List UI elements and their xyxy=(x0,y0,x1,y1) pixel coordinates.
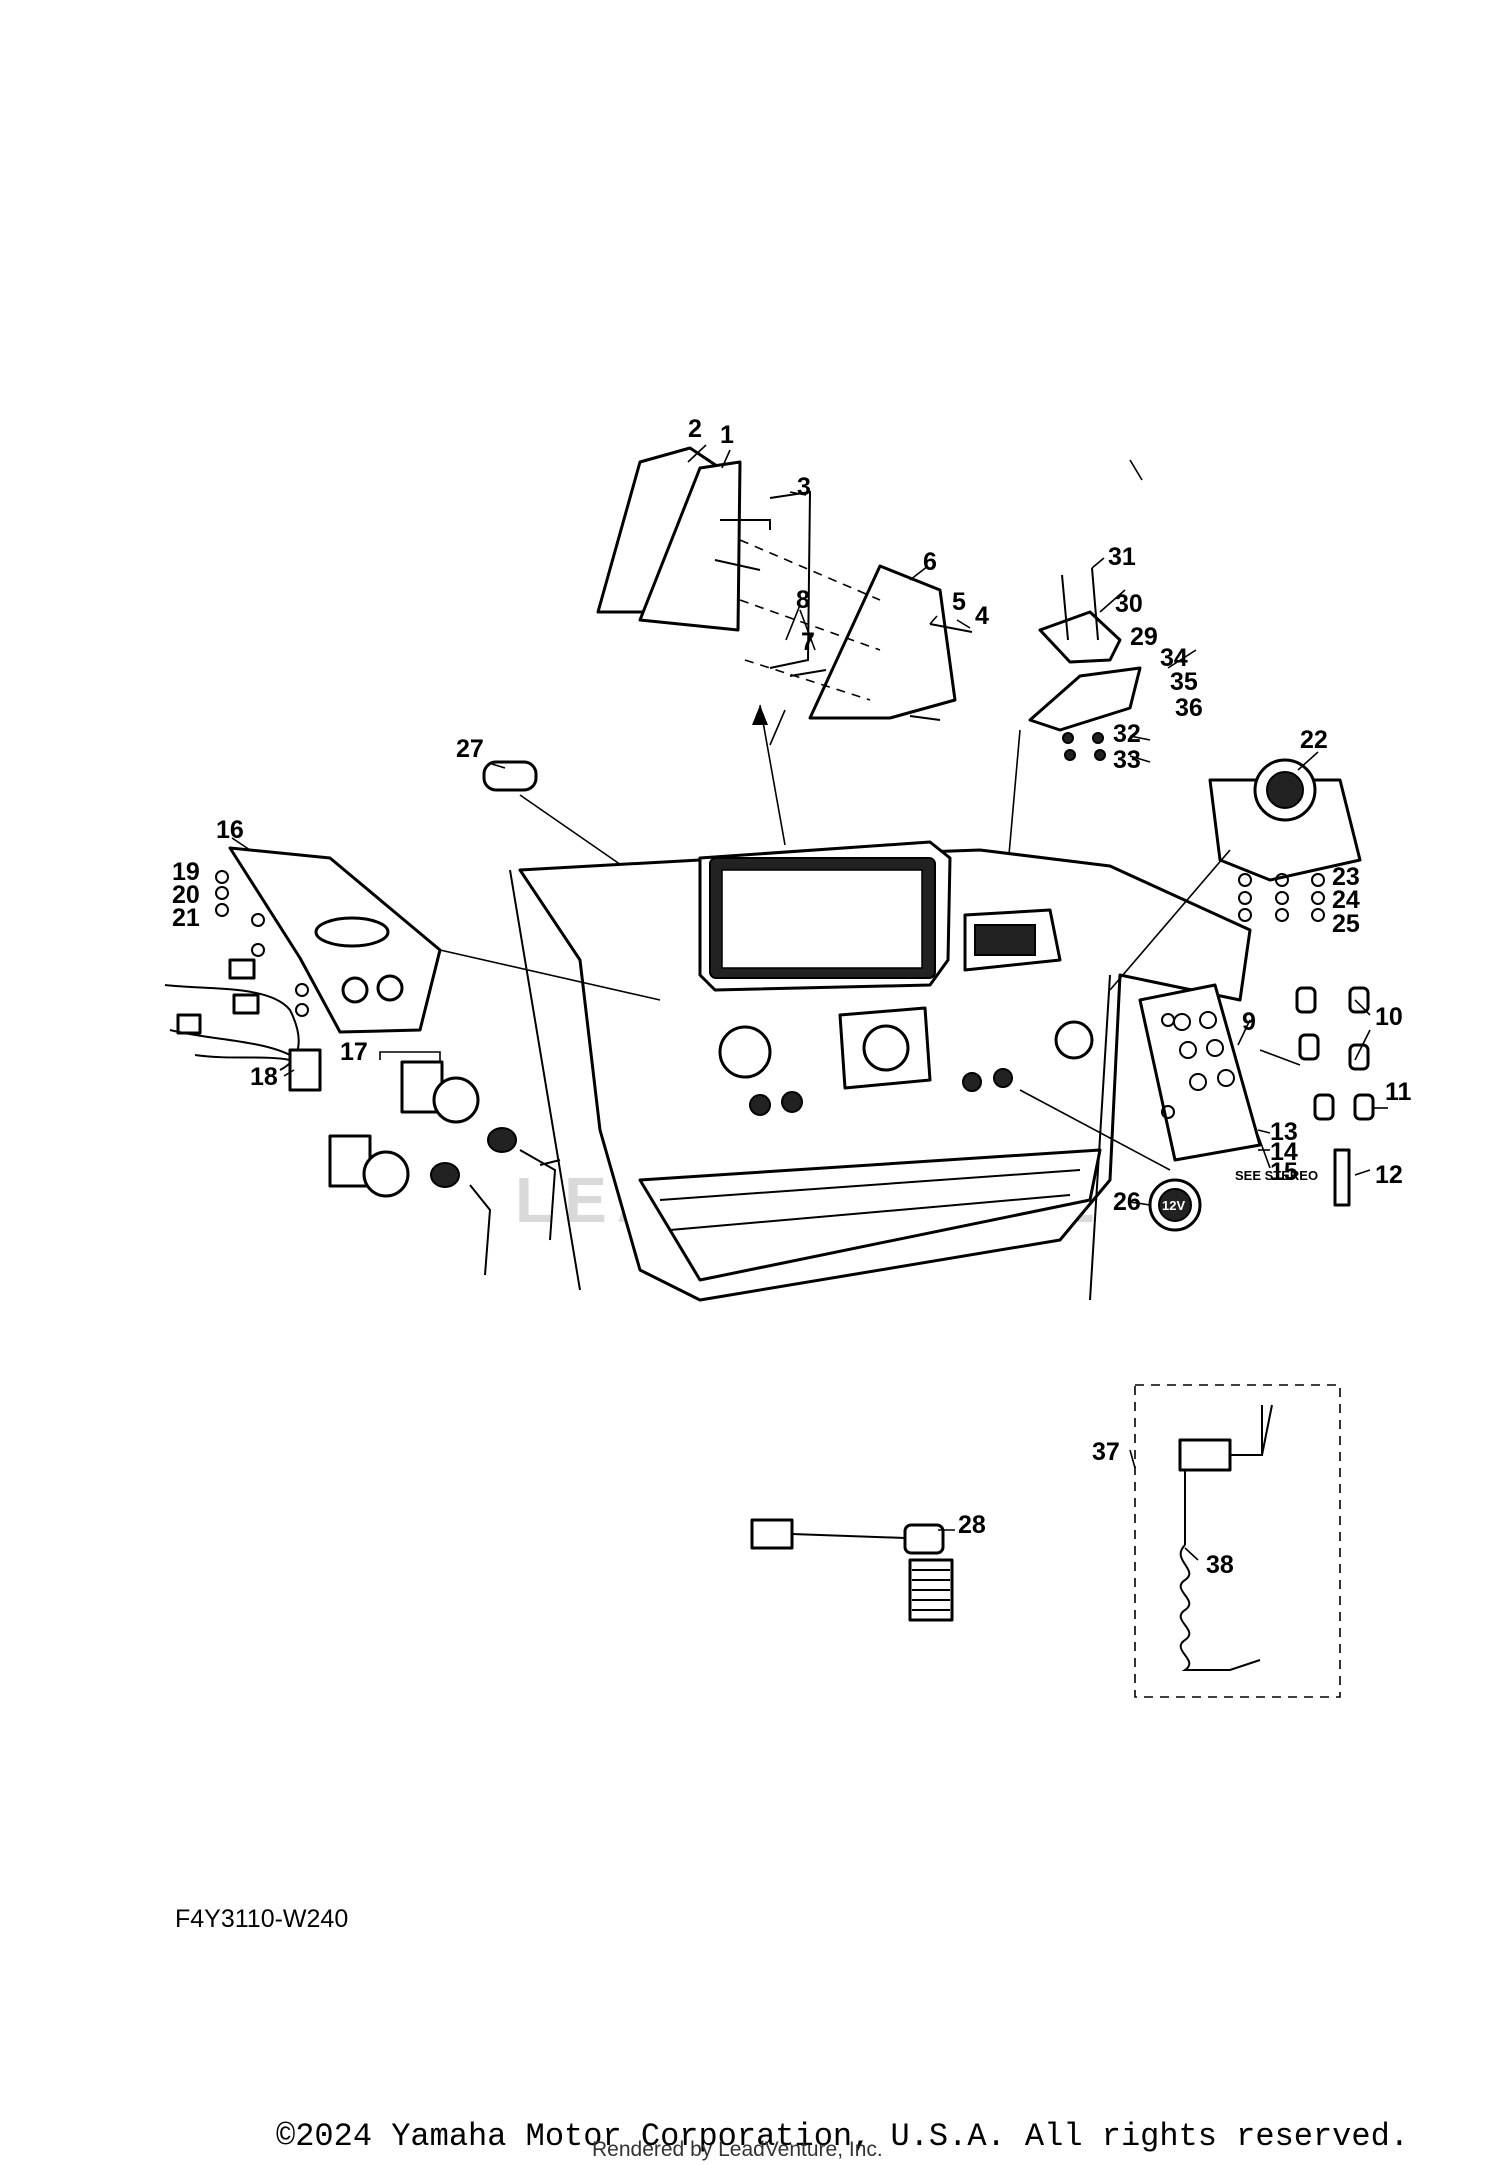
callout-35: 35 xyxy=(1170,668,1198,696)
callout-19: 19 xyxy=(172,858,200,886)
callout-25: 25 xyxy=(1332,910,1360,938)
small-switch xyxy=(482,760,651,886)
control-knob xyxy=(1109,758,1362,991)
fuse-12 xyxy=(1333,1148,1351,1207)
display-housing xyxy=(808,564,957,720)
callout-18: 18 xyxy=(250,1063,278,1091)
keys xyxy=(469,1149,561,1276)
connector-a xyxy=(228,958,256,980)
callout-30: 30 xyxy=(1115,590,1143,618)
callout-37: 37 xyxy=(1092,1438,1120,1466)
lanyard-kit xyxy=(1134,1384,1341,1698)
callout-22: 22 xyxy=(1300,726,1328,754)
leader-lines xyxy=(231,444,1388,1561)
callout-38: 38 xyxy=(1206,1551,1234,1579)
power-socket: 12V xyxy=(1148,1178,1202,1232)
kit-outline xyxy=(1134,1384,1341,1698)
callout-24: 24 xyxy=(1332,886,1360,914)
display-bezel xyxy=(638,460,742,632)
mount-bracket-base xyxy=(1028,666,1142,732)
callout-8: 8 xyxy=(796,586,810,614)
callout-23: 23 xyxy=(1332,863,1360,891)
callout-32: 32 xyxy=(1113,720,1141,748)
callout-11: 11 xyxy=(1385,1078,1412,1106)
dash-panel xyxy=(509,840,1252,1302)
callout-15: 15 xyxy=(1270,1158,1298,1186)
callout-6: 6 xyxy=(923,548,937,576)
callout-12: 12 xyxy=(1375,1161,1403,1189)
callout-labels: 1 2 3 4 5 6 7 8 9 10 11 12 13 14 15 16 1… xyxy=(172,415,1412,1579)
copyright-notice: ©2024 Yamaha Motor Corporation, U.S.A. A… xyxy=(276,2118,1409,2155)
switch-27 xyxy=(482,760,538,792)
callout-36: 36 xyxy=(1175,694,1203,722)
switch-plate-9 xyxy=(1138,983,1262,1162)
dash-glovebox xyxy=(638,1148,1102,1282)
callout-21: 21 xyxy=(172,904,200,932)
callout-20: 20 xyxy=(172,881,200,909)
lanyard-38 xyxy=(1179,1470,1261,1671)
connector-c xyxy=(176,1013,202,1035)
knob-base xyxy=(1054,1020,1094,1060)
connector-28 xyxy=(750,1518,794,1550)
cup-holder xyxy=(718,1025,772,1079)
mount-bracket-top xyxy=(1038,610,1122,664)
callout-4: 4 xyxy=(975,602,989,630)
side-panel xyxy=(215,846,661,1034)
callout-10: 10 xyxy=(1375,1003,1403,1031)
callout-1: 1 xyxy=(720,421,734,449)
key-switches xyxy=(328,1051,561,1276)
callout-16: 16 xyxy=(216,816,244,844)
callout-13: 13 xyxy=(1270,1118,1298,1146)
callout-31: 31 xyxy=(1108,543,1136,571)
callout-9: 9 xyxy=(1242,1008,1256,1036)
callout-29: 29 xyxy=(1130,623,1158,651)
callout-5: 5 xyxy=(952,588,966,616)
callout-7: 7 xyxy=(801,628,815,656)
mount-bracket-assembly xyxy=(1004,567,1142,901)
rendered-by-credit: Rendered by LeadVenture, Inc. xyxy=(592,2138,883,2161)
part-28-assembly xyxy=(750,1518,954,1622)
callout-28: 28 xyxy=(958,1511,986,1539)
callout-17: 17 xyxy=(340,1038,368,1066)
harness-block-18 xyxy=(288,1048,322,1092)
callout-2: 2 xyxy=(688,415,702,443)
knob-housing-22 xyxy=(1208,778,1362,882)
callout-27: 27 xyxy=(456,735,484,763)
display-assembly xyxy=(596,446,973,846)
callout-33: 33 xyxy=(1113,746,1141,774)
display-bracket xyxy=(769,490,812,669)
diagram-code: F4Y3110-W240 xyxy=(175,1905,349,1933)
callout-26: 26 xyxy=(1113,1188,1141,1216)
switch-plate xyxy=(1138,983,1375,1207)
svg-text:12V: 12V xyxy=(1162,1198,1185,1213)
callout-14: 14 xyxy=(1270,1138,1298,1166)
callout-34: 34 xyxy=(1160,644,1188,672)
connector-b xyxy=(232,993,260,1015)
see-stereo-note: SEE STEREO xyxy=(1235,1168,1318,1183)
wire-harness xyxy=(164,958,322,1092)
callout-3: 3 xyxy=(797,473,811,501)
kill-switch-37 xyxy=(1178,1438,1232,1472)
